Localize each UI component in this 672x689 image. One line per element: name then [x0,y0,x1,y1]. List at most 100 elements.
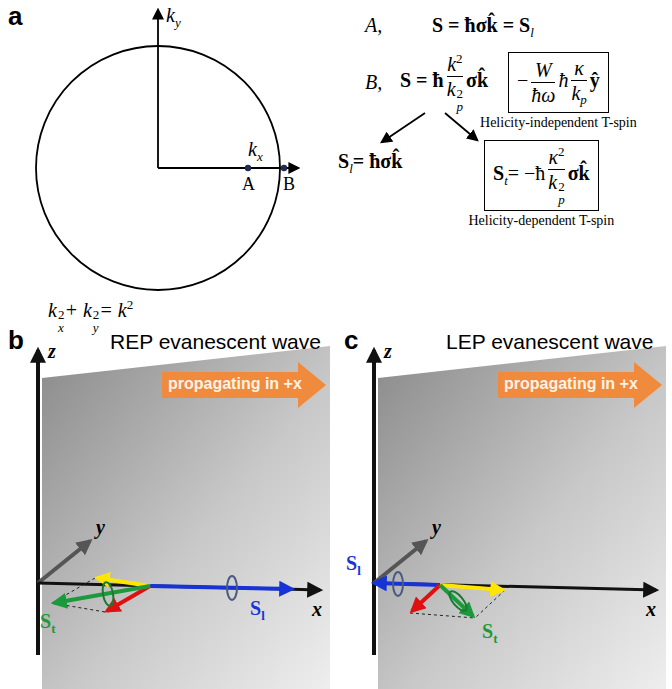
fraction: Wħω [531,59,555,106]
vector-label-group: St [40,610,55,636]
panel-title: LEP evanescent wave [446,330,653,353]
equation-text-group: S = ħk2k2pσk̂ [400,52,488,113]
vector-label: t [493,631,497,646]
panel-letter-group: a [8,2,22,32]
vector-label-group: St [482,620,497,646]
fraction: k2k2p [447,52,463,113]
fraction: κ2k2p [548,145,564,206]
vector-label: S [250,597,261,619]
axis-label: x [257,149,263,164]
equation-text: S = ħσk̂ = S [432,14,530,36]
k-space-plot [36,10,298,290]
axis-label-group: y [96,516,105,539]
axis-label-group: kx [248,138,263,164]
vector-label-group: Sl [346,552,361,578]
arrow-text: propagating in +x [504,375,638,392]
axis-label: y [175,15,181,30]
equation-text-group: S = ħσk̂ = Sl [432,14,534,40]
fraction-bar [548,169,564,170]
equation-text: y [93,321,100,334]
equation-text: k [548,171,557,193]
equation-text: 2 [93,308,100,321]
axis-label: x [646,598,656,620]
boxed-term: St= −ħκ2k2pσk̂Helicity-dependent T-spin [484,140,599,211]
equation-text: p [558,193,565,206]
equation-text: S = ħ [400,69,444,91]
panel-title-group: REP evanescent wave [110,330,321,354]
panel-letter-group: c [344,326,358,356]
equation-text: − [517,69,528,91]
equation-text: l [530,25,534,40]
axis-label: z [384,340,392,362]
equation-text: p [457,100,464,113]
point-label: B [283,174,295,194]
equation-text: S [493,162,504,184]
axis-label: z [48,340,56,362]
arrow-text: propagating in +x [168,375,302,392]
equation-text: = −ħ [508,162,546,184]
fraction-bar [571,80,586,81]
panel-letter-group: b [8,326,24,356]
equation-text: x [58,321,65,334]
vector-label: t [51,621,55,636]
equation-text-group: k2x+ k2y= k2 [48,298,133,334]
vector-label: S [40,610,51,632]
axis-label: y [432,516,441,538]
vector-label-group: Sl [250,597,265,623]
sub-sup-stack: 2p [558,180,565,206]
equation-text: = ħσk̂ [353,150,403,172]
derivation-arrows [382,113,477,142]
axis-label: y [96,516,105,538]
rep-wave-illustration [38,346,330,689]
panel-title-group: LEP evanescent wave [446,330,653,354]
boxed-term: −WħωħκkpŷHelicity-independent T-spin [508,52,609,113]
point-label-group: B [283,174,295,195]
equation-text: ħ [558,69,568,91]
equation-text: S [338,150,349,172]
case-label-group: A, [365,14,382,37]
vector-label: S [482,620,493,642]
axis-label-group: x [646,598,656,621]
axis-label-group: z [48,340,56,363]
fraction: κkp [571,57,586,108]
equation-text: 2 [456,51,463,66]
panel-title: REP evanescent wave [110,330,321,353]
equation-text: k [447,53,456,75]
box-heading: Helicity-dependent T-spin [468,213,614,229]
vector-label: S [346,552,357,574]
point-label: A [242,174,255,194]
equation-text: k [571,82,580,104]
equation-text: σk̂ [568,162,590,184]
arrow-text-group: propagating in +x [504,375,638,393]
equation-text: 2 [558,180,565,193]
equation-text: = k [99,299,126,321]
equation-text: κ [574,57,584,79]
equation-text: κ [548,146,558,168]
equation-text: 2 [457,87,464,100]
equation-text: σk̂ [466,69,488,91]
vector-label: l [261,608,265,623]
arrow-text-group: propagating in +x [168,375,302,393]
sub-sup-stack: 2p [457,87,464,113]
equation-text: + k [64,299,91,321]
panel-letter: c [344,325,358,355]
equation-text: 2 [127,297,134,312]
axis-label-group: ky [166,4,181,30]
axis-label: k [166,4,175,26]
equation-text: p [580,92,587,107]
case-label: B, [365,71,382,93]
equation-text: ħω [531,84,555,106]
panel-letter: a [8,1,22,31]
equation-text: 2 [558,144,565,159]
case-label: A, [365,14,382,36]
box-heading: Helicity-independent T-spin [480,115,637,131]
equation-text: t [504,173,508,188]
equation-text: 2 [58,308,65,321]
panel-letter: b [8,325,24,355]
axis-label-group: x [312,598,322,621]
fraction-bar [447,76,463,77]
sub-sup-stack: 2y [93,308,100,334]
fraction-bar [531,82,555,83]
sub-sup-stack: 2x [58,308,65,334]
